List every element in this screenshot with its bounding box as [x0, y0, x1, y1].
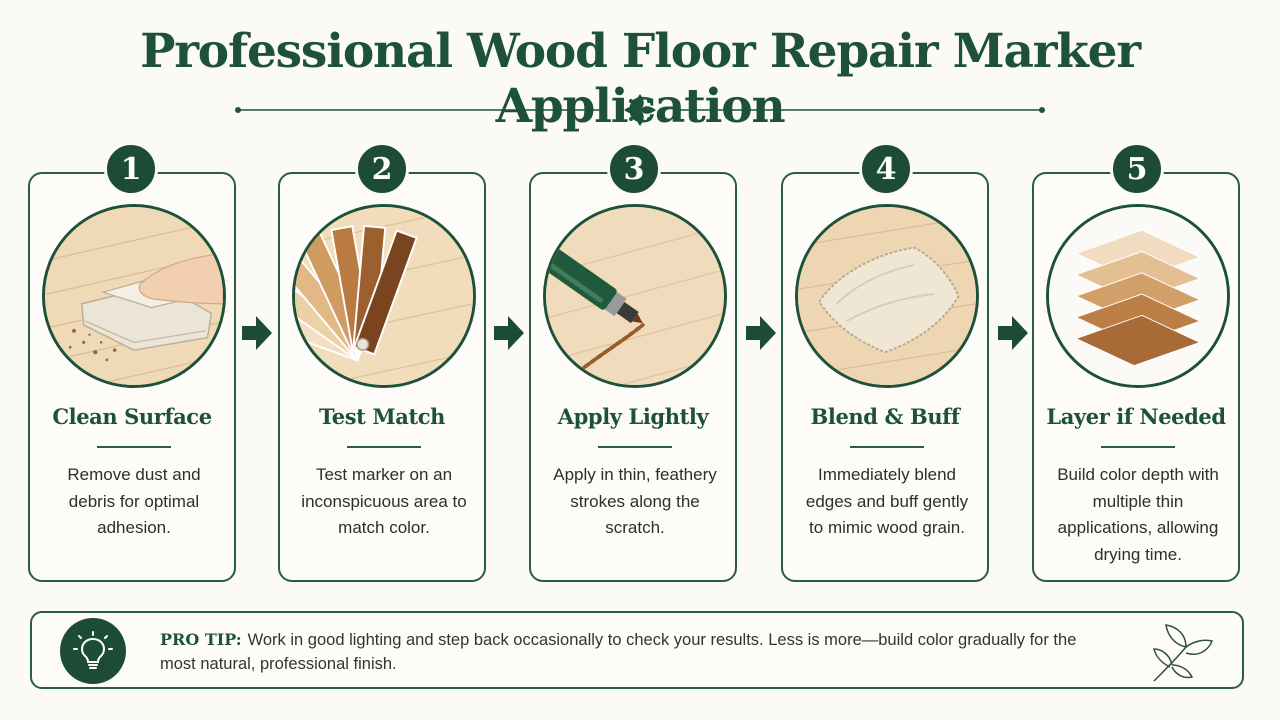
color-swatch-fan-icon	[292, 204, 476, 388]
pro-tip-text-block: PRO TIP:Work in good lighting and step b…	[160, 628, 1100, 676]
arrow-right-icon	[746, 316, 776, 350]
step-title-underline	[347, 446, 421, 448]
arrow-right-icon	[998, 316, 1028, 350]
step-card-apply-lightly: Apply Lightly Apply in thin, feathery st…	[529, 172, 737, 582]
step-card-blend-buff: Blend & Buff Immediately blend edges and…	[781, 172, 989, 582]
leaf-icon	[1153, 624, 1214, 682]
step-title-underline	[598, 446, 672, 448]
buffing-cloth-icon	[795, 204, 979, 388]
step-description: Test marker on an inconspicuous area to …	[301, 465, 467, 537]
arrow-right-icon	[494, 316, 524, 350]
step-title-underline	[97, 446, 171, 448]
step-title: Test Match	[318, 404, 446, 429]
layers-icon	[1046, 204, 1230, 388]
step-description: Apply in thin, feathery strokes along th…	[553, 465, 717, 537]
pro-tip-label: PRO TIP:	[160, 630, 242, 649]
step-5-number-badge: 5	[1110, 142, 1164, 196]
step-3-number-badge: 3	[607, 142, 661, 196]
step-description: Remove dust and debris for optimal adhes…	[67, 465, 201, 537]
ornament-divider	[235, 94, 1045, 126]
step-description: Build color depth with multiple thin app…	[1057, 465, 1219, 564]
marker-pen-icon	[543, 204, 727, 388]
step-card-test-match: Test Match Test marker on an inconspicuo…	[278, 172, 486, 582]
step-1-number-badge: 1	[104, 142, 158, 196]
step-2-number-badge: 2	[355, 142, 409, 196]
step-title-underline	[1101, 446, 1175, 448]
step-title: Apply Lightly	[557, 404, 709, 429]
step-title: Blend & Buff	[810, 404, 960, 429]
step-title-underline	[850, 446, 924, 448]
pro-tip-box: PRO TIP:Work in good lighting and step b…	[30, 611, 1244, 689]
step-card-layer-if-needed: Layer if Needed Build color depth with m…	[1032, 172, 1240, 582]
lightbulb-icon	[60, 618, 126, 684]
pro-tip-text: Work in good lighting and step back occa…	[160, 631, 1077, 673]
step-description: Immediately blend edges and buff gently …	[805, 465, 969, 537]
step-card-clean-surface: Clean Surface Remove dust and debris for…	[28, 172, 236, 582]
cloth-wiping-icon	[42, 204, 226, 388]
arrow-right-icon	[242, 316, 272, 350]
step-4-number-badge: 4	[859, 142, 913, 196]
step-title: Layer if Needed	[1046, 404, 1226, 429]
step-title: Clean Surface	[52, 404, 212, 429]
